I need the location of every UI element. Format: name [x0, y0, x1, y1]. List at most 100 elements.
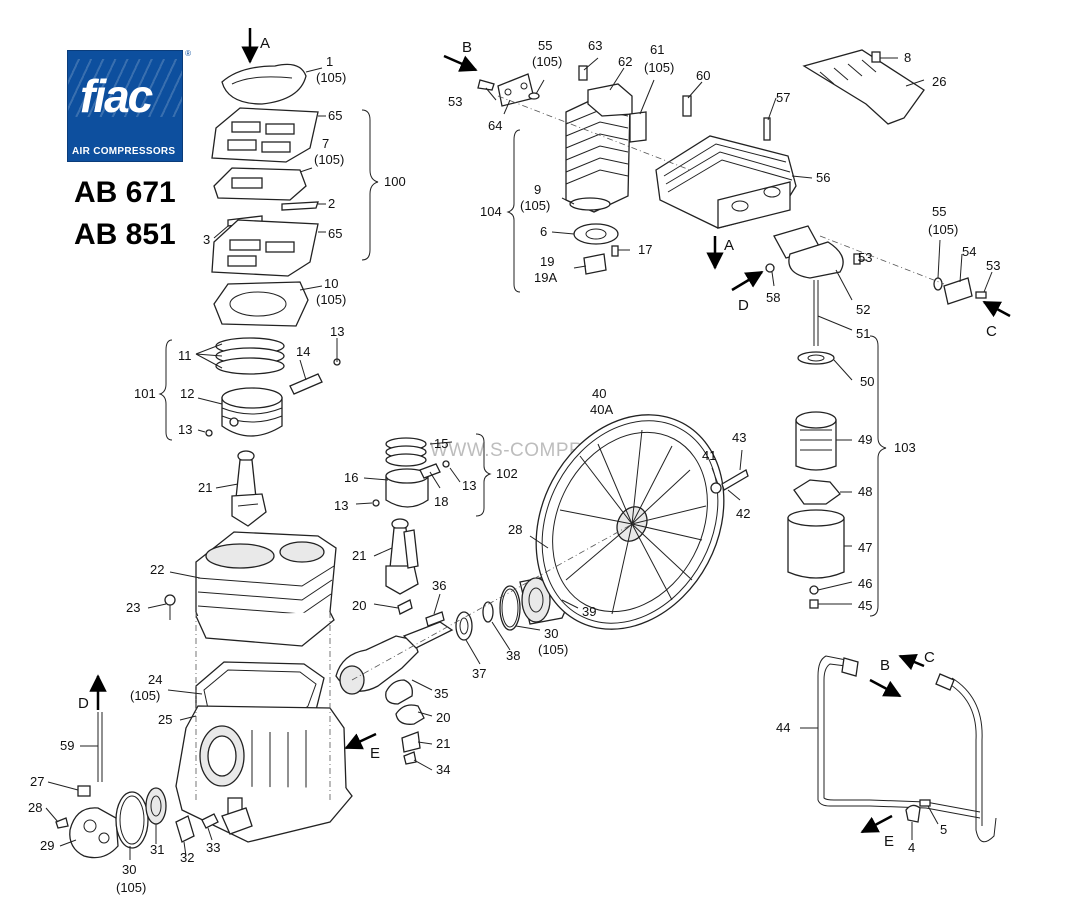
callout-65a: 65	[328, 108, 342, 123]
callout-26: 26	[932, 74, 946, 89]
callout-5: 5	[940, 822, 947, 837]
callout-30a: 30	[122, 862, 136, 877]
callout-100: 100	[384, 174, 406, 189]
callout-101: 101	[134, 386, 156, 401]
callout-20a: 20	[352, 598, 366, 613]
callout-9: 9	[534, 182, 541, 197]
callout-38: 38	[506, 648, 520, 663]
marker-b-pipe: B	[880, 657, 890, 674]
flow-arrows	[89, 28, 1011, 834]
callout-28a: 28	[28, 800, 42, 815]
callout-6: 6	[540, 224, 547, 239]
callout-17: 17	[638, 242, 652, 257]
callout-34: 34	[436, 762, 450, 777]
callout-1-sub: (105)	[316, 70, 346, 85]
callout-30a-sub: (105)	[116, 880, 146, 895]
marker-a-top: A	[260, 35, 270, 52]
marker-e-pipe: E	[884, 833, 894, 850]
callout-40: 40	[592, 386, 606, 401]
callout-53a: 53	[448, 94, 462, 109]
axis-lines	[195, 95, 945, 800]
group-braces	[158, 109, 887, 617]
callout-19a: 19A	[534, 270, 557, 285]
callout-55a: 55	[538, 38, 552, 53]
outlet-and-filter	[765, 225, 861, 609]
cylinder-block	[164, 531, 337, 647]
callout-39: 39	[582, 604, 596, 619]
callout-62: 62	[618, 54, 632, 69]
callout-47: 47	[858, 540, 872, 555]
callout-54: 54	[962, 244, 976, 259]
callout-23: 23	[126, 600, 140, 615]
callout-32: 32	[180, 850, 194, 865]
callout-45: 45	[858, 598, 872, 613]
callout-35: 35	[434, 686, 448, 701]
callout-22: 22	[150, 562, 164, 577]
callout-53b: 53	[858, 250, 872, 265]
piston-assembly-102	[372, 437, 450, 595]
callout-55b-sub: (105)	[928, 222, 958, 237]
leader-lines	[45, 57, 993, 860]
marker-a-head: A	[724, 237, 734, 254]
callout-24-sub: (105)	[130, 688, 160, 703]
callout-59: 59	[60, 738, 74, 753]
callout-104: 104	[480, 204, 502, 219]
callout-1: 1	[326, 54, 333, 69]
callout-3: 3	[203, 232, 210, 247]
callout-4: 4	[908, 840, 915, 855]
callout-28b: 28	[508, 522, 522, 537]
callout-36: 36	[432, 578, 446, 593]
callout-65b: 65	[328, 226, 342, 241]
air-deflector-26	[802, 49, 925, 125]
callout-63: 63	[588, 38, 602, 53]
callout-50: 50	[860, 374, 874, 389]
callout-13d: 13	[334, 498, 348, 513]
callout-43: 43	[732, 430, 746, 445]
callout-31: 31	[150, 842, 164, 857]
callout-40a: 40A	[590, 402, 613, 417]
crankcase-cover-parts	[55, 712, 219, 859]
callout-21a: 21	[198, 480, 212, 495]
marker-c-right: C	[986, 323, 997, 340]
delivery-pipe	[817, 655, 997, 843]
callout-41: 41	[702, 448, 716, 463]
registered-mark: ®	[185, 49, 191, 58]
model-label-2: AB 851	[74, 218, 176, 251]
marker-d-head: D	[738, 297, 749, 314]
callout-19: 19	[540, 254, 554, 269]
callout-61: 61	[650, 42, 664, 57]
callout-49: 49	[858, 432, 872, 447]
callout-10: 10	[324, 276, 338, 291]
callout-27: 27	[30, 774, 44, 789]
callout-2: 2	[328, 196, 335, 211]
callout-55b: 55	[932, 204, 946, 219]
callout-55a-sub: (105)	[532, 54, 562, 69]
model-label-1: AB 671	[74, 176, 176, 209]
callout-7-sub: (105)	[314, 152, 344, 167]
callout-29: 29	[40, 838, 54, 853]
callout-30b: 30	[544, 626, 558, 641]
crankshaft-assembly	[335, 543, 571, 765]
callout-25: 25	[158, 712, 172, 727]
callout-9-sub: (105)	[520, 198, 550, 213]
logo-stripes	[68, 59, 182, 117]
callout-42: 42	[736, 506, 750, 521]
callout-14: 14	[296, 344, 310, 359]
callout-64: 64	[488, 118, 502, 133]
marker-d-left: D	[78, 695, 89, 712]
callout-20b: 20	[436, 710, 450, 725]
callout-21b: 21	[352, 548, 366, 563]
callout-33: 33	[206, 840, 220, 855]
callout-10-sub: (105)	[316, 292, 346, 307]
callout-16: 16	[344, 470, 358, 485]
valve-stack	[205, 63, 341, 527]
marker-e-crank: E	[370, 745, 380, 762]
callout-labels: 1 (105) 65 7 (105) 2 3 65 10 (105) 13 11…	[28, 38, 1000, 895]
callout-53c: 53	[986, 258, 1000, 273]
logo-subtitle: AIR COMPRESSORS	[72, 146, 176, 157]
callout-56: 56	[816, 170, 830, 185]
callout-8: 8	[904, 50, 911, 65]
callout-21c: 21	[436, 736, 450, 751]
